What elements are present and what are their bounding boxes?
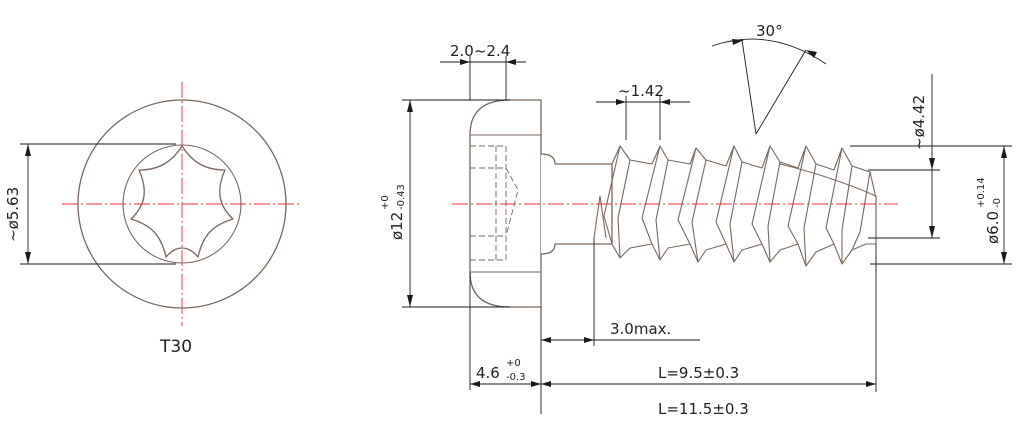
pitch-arrow-l (616, 99, 626, 105)
head-height-tol-upper: +0 (506, 358, 521, 369)
thread-flanks (603, 145, 871, 267)
core-diameter-label: ~ø4.42 (910, 95, 928, 150)
underhead-label: 3.0max. (610, 320, 671, 338)
screw-head (469, 99, 542, 308)
thread-length-arrow-r (866, 381, 876, 387)
recess-arrow-bottom (25, 252, 31, 264)
head-height-base: 4.6 (476, 364, 500, 382)
threaded-shank (593, 145, 877, 267)
recess-depth-arrow-r (506, 59, 516, 65)
pitch-dimension: ~1.42 (596, 82, 690, 140)
thread-dia-arrow-top (1001, 146, 1007, 158)
recess-hidden-tip (505, 167, 519, 237)
thread-dia-arrow-bottom (1001, 252, 1007, 264)
angle-dimension: 30° (711, 22, 827, 135)
angle-leg-right (755, 49, 807, 135)
thread-dia-tol-lower: -0 (992, 198, 1003, 208)
drive-label: T30 (159, 337, 192, 357)
angle-arrow-l (732, 39, 744, 45)
thread-start-point (593, 195, 607, 239)
angle-arrow-r (806, 50, 817, 58)
thread-crest-top (611, 145, 877, 244)
head-top-view (62, 82, 302, 326)
head-dia-base: ø12 (388, 212, 406, 240)
recess-depth-arrow-l (460, 59, 470, 65)
head-height-arrow-l (470, 381, 480, 387)
head-dia-tol-upper: +0 (380, 195, 391, 210)
thread-dia-base: ø6.0 (984, 211, 1002, 244)
head-dia-arrow-bottom (407, 295, 413, 307)
total-length-label: L=11.5±0.3 (658, 400, 749, 418)
recess-depth-dimension: 2.0~2.4 (440, 42, 526, 100)
thread-tip-core (779, 163, 877, 197)
thread-crest-bottom (611, 243, 876, 267)
recess-depth-label: 2.0~2.4 (450, 42, 510, 60)
underhead-arrow-l (541, 337, 551, 343)
head-height-dimension: 4.6 +0 -0.3 (470, 358, 541, 387)
recess-diameter-dimension: ~ø5.63 (4, 143, 176, 265)
thread-length-label: L=9.5±0.3 (658, 364, 739, 382)
head-dia-tol-lower: -0.43 (396, 184, 407, 210)
pitch-arrow-r (660, 99, 670, 105)
thread-dia-tol-upper: +0.14 (976, 177, 987, 208)
thread-diameter-dimension: ø6.0 +0.14 -0 (850, 145, 1012, 265)
recess-diameter-label: ~ø5.63 (4, 187, 22, 242)
thread-length-arrow-l (541, 381, 551, 387)
recess-arrow-top (25, 144, 31, 156)
head-height-arrow-r (531, 381, 541, 387)
torx-recess (130, 145, 234, 258)
head-outline (469, 99, 542, 308)
head-diameter-dimension: ø12 +0 -0.43 (380, 99, 510, 308)
underhead-dimension: 3.0max. (541, 238, 700, 346)
angle-leg-left (741, 39, 757, 135)
core-arrow-top (929, 158, 935, 170)
head-height-tol-lower: -0.3 (506, 372, 526, 383)
head-dia-arrow-top (407, 100, 413, 112)
core-diameter-dimension: ~ø4.42 (868, 74, 940, 239)
core-arrow-bottom (929, 226, 935, 238)
pitch-label: ~1.42 (618, 82, 664, 100)
thread-length-dimension: L=9.5±0.3 (541, 364, 876, 387)
underhead-arrow-r (584, 337, 594, 343)
angle-label: 30° (756, 22, 783, 40)
